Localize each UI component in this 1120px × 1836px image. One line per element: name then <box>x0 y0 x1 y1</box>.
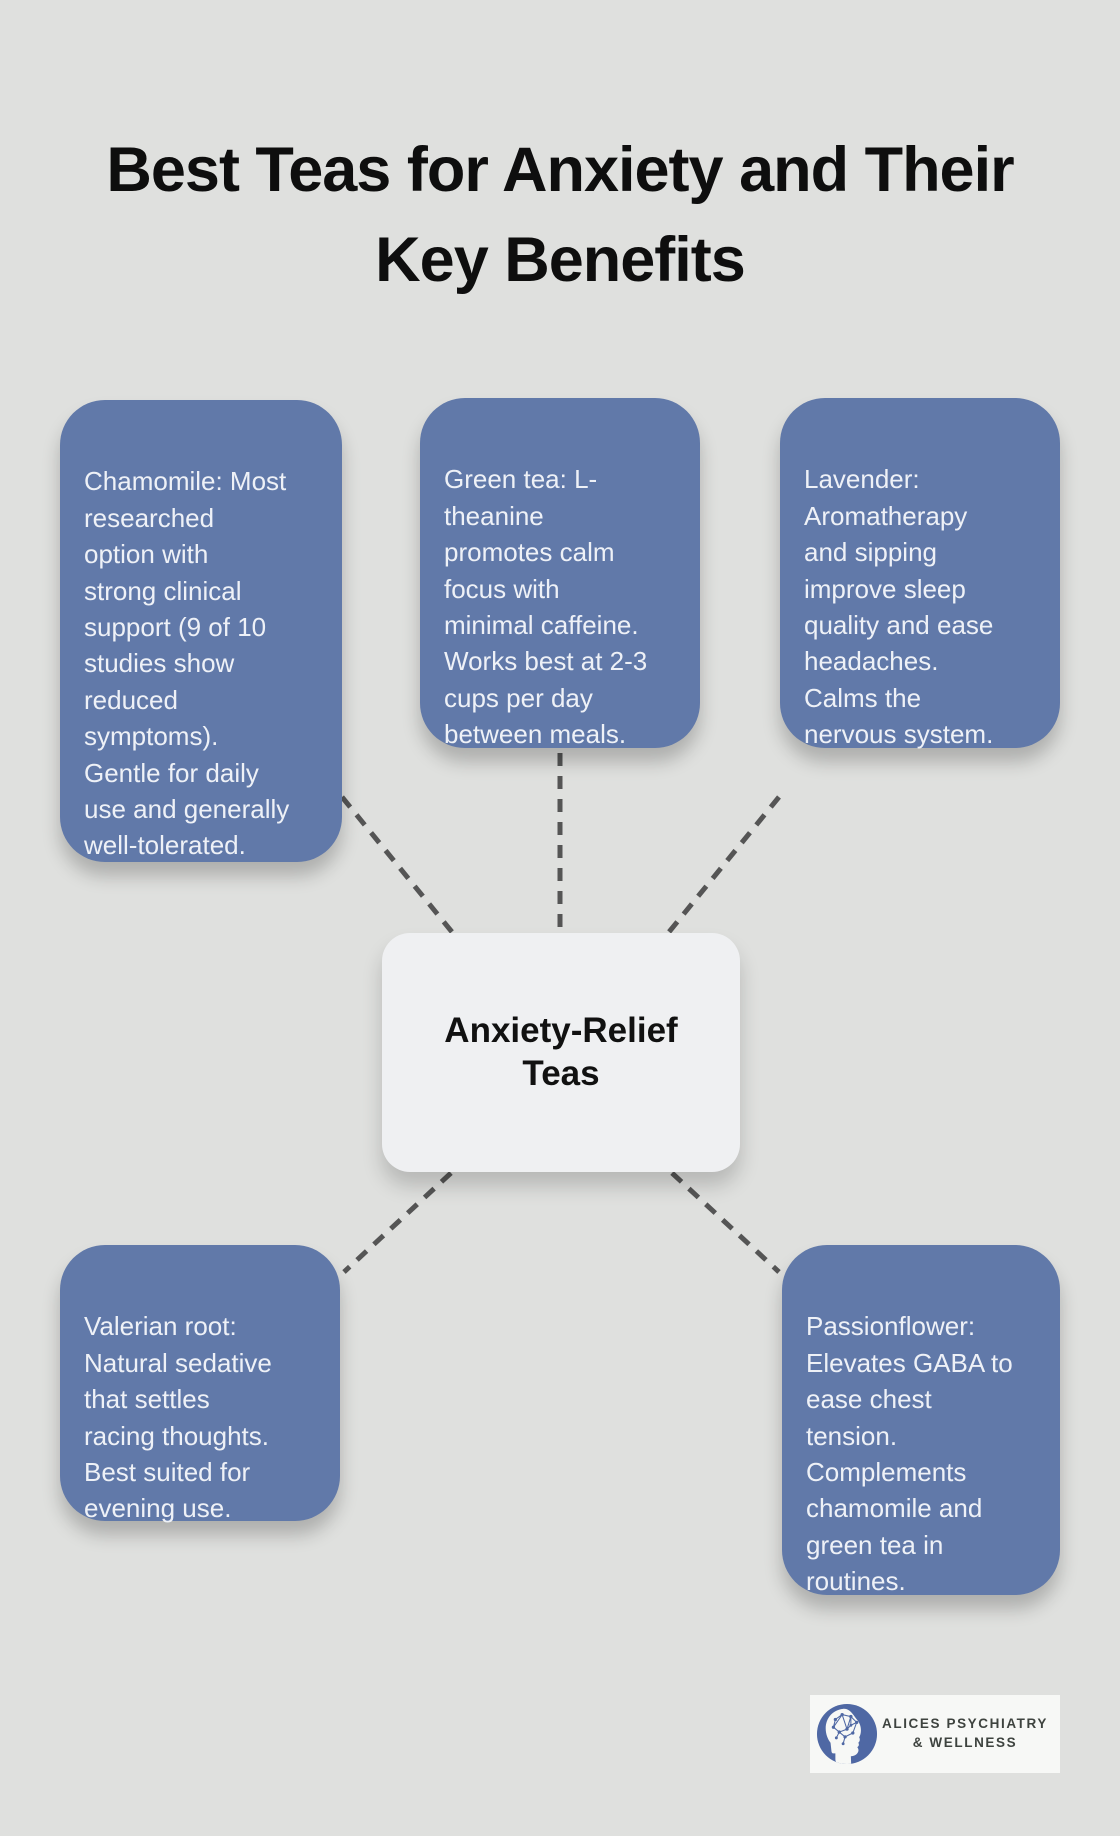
brand-logo: ALICES PSYCHIATRY & WELLNESS <box>810 1695 1060 1773</box>
connector-lavender-center <box>667 795 781 934</box>
tea-node-green-tea: Green tea: L- theanine promotes calm foc… <box>420 398 700 750</box>
head-brain-icon <box>816 1703 878 1765</box>
tea-node-passionflower: Passionflower: Elevates GABA to ease che… <box>782 1245 1060 1597</box>
tea-node-green-tea-text: Green tea: L- theanine promotes calm foc… <box>444 464 648 750</box>
tea-node-valerian: Valerian root: Natural sedative that set… <box>60 1245 340 1524</box>
central-node: Anxiety-Relief Teas <box>382 933 740 1172</box>
connector-center-valerian <box>342 1171 453 1274</box>
tea-node-lavender: Lavender: Aromatherapy and sipping impro… <box>780 398 1060 750</box>
brand-name: ALICES PSYCHIATRY & WELLNESS <box>882 1716 1048 1750</box>
tea-node-chamomile: Chamomile: Most researched option with s… <box>60 400 342 862</box>
tea-node-lavender-text: Lavender: Aromatherapy and sipping impro… <box>804 464 994 750</box>
connector-center-passionflower <box>670 1171 781 1274</box>
central-node-label: Anxiety-Relief Teas <box>444 1010 678 1093</box>
connector-chamomile-center <box>340 795 454 934</box>
page-title: Best Teas for Anxiety and Their Key Bene… <box>106 135 1014 295</box>
tea-node-chamomile-text: Chamomile: Most researched option with s… <box>84 466 290 861</box>
tea-node-passionflower-text: Passionflower: Elevates GABA to ease che… <box>806 1311 1013 1597</box>
tea-node-valerian-text: Valerian root: Natural sedative that set… <box>84 1311 272 1524</box>
